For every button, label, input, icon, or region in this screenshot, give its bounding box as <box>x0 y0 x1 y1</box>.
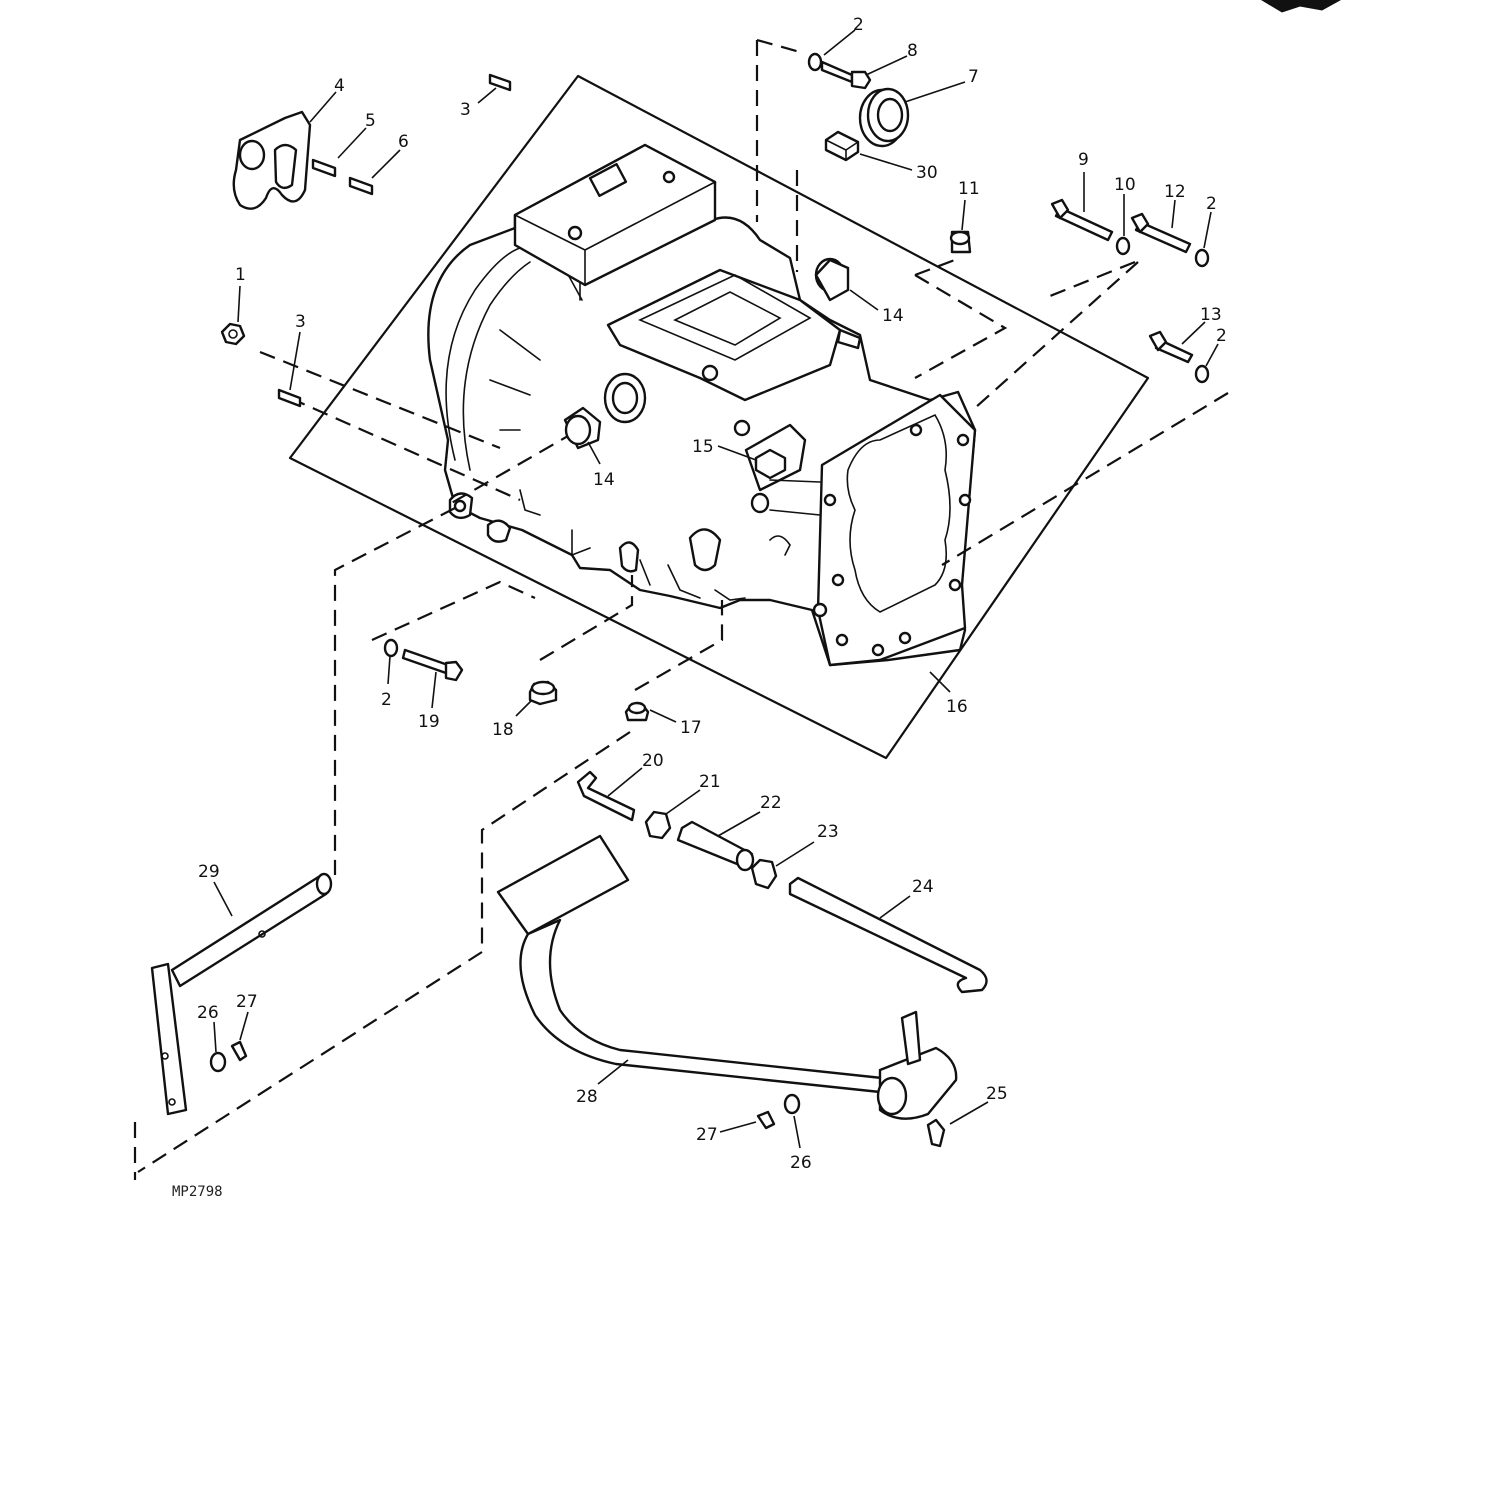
callout-3: 3 <box>295 312 306 332</box>
washer-2-right <box>1194 248 1210 268</box>
nut-1 <box>220 322 246 346</box>
callout-13: 13 <box>1200 305 1222 325</box>
callout-18: 18 <box>492 720 514 740</box>
callout-20: 20 <box>642 751 664 771</box>
bolt-8 <box>820 60 854 84</box>
callout-2: 2 <box>853 15 864 35</box>
callout-19: 19 <box>418 712 440 732</box>
callout-25: 25 <box>986 1084 1008 1104</box>
pin-3-top <box>488 73 512 92</box>
callout-7: 7 <box>968 67 979 87</box>
callout-5: 5 <box>365 111 376 131</box>
leader-lines <box>213 29 1219 1149</box>
callout-10: 10 <box>1114 175 1136 195</box>
callout-30: 30 <box>916 163 938 183</box>
callout-28: 28 <box>576 1087 598 1107</box>
block-30 <box>824 130 860 162</box>
callout-8: 8 <box>907 41 918 61</box>
callout-26: 26 <box>197 1003 219 1023</box>
callout-2: 2 <box>381 690 392 710</box>
assembly-lines <box>133 38 1229 1180</box>
pin-6 <box>348 176 374 196</box>
screw-25 <box>926 1118 946 1148</box>
callout-6: 6 <box>398 132 409 152</box>
callout-27: 27 <box>236 992 258 1012</box>
callout-labels: 2 8 7 30 3 4 5 6 11 9 10 12 2 1 3 14 13 … <box>197 15 1227 1173</box>
callout-17: 17 <box>680 718 702 738</box>
shaft-29 <box>170 873 332 988</box>
callout-15: 15 <box>692 437 714 457</box>
callout-16: 16 <box>946 697 968 717</box>
callout-24: 24 <box>912 877 934 897</box>
hardware-parts <box>150 52 1210 1148</box>
rod-20 <box>576 770 636 822</box>
callout-14: 14 <box>593 470 615 490</box>
fitting-15 <box>754 448 787 480</box>
washer-10 <box>1115 236 1131 256</box>
rod-24 <box>788 876 988 994</box>
washer-2-bottom <box>383 638 399 658</box>
callout-2: 2 <box>1206 194 1217 214</box>
callout-12: 12 <box>1164 182 1186 202</box>
callout-11: 11 <box>958 179 980 199</box>
pin-5 <box>311 158 337 178</box>
bolt-19 <box>401 648 450 675</box>
callout-22: 22 <box>760 793 782 813</box>
nut-23 <box>750 858 778 890</box>
callout-26: 26 <box>790 1153 812 1173</box>
callout-14: 14 <box>882 306 904 326</box>
figure-code: MP2798 <box>172 1184 223 1200</box>
clip-27-bottom <box>756 1110 776 1130</box>
transmission-housing <box>427 143 977 667</box>
washer-26-left <box>209 1051 227 1073</box>
pin-3-left <box>277 388 302 408</box>
callout-27: 27 <box>696 1125 718 1145</box>
callout-1: 1 <box>235 265 246 285</box>
callout-2: 2 <box>1216 326 1227 346</box>
housing-outline-frame <box>288 74 1150 760</box>
pedal-pad-28 <box>496 834 630 936</box>
callout-29: 29 <box>198 862 220 882</box>
pedal-arm-28 <box>519 918 884 1094</box>
clip-27-left <box>230 1040 248 1062</box>
callout-23: 23 <box>817 822 839 842</box>
callout-3: 3 <box>460 100 471 120</box>
plate-29 <box>150 962 188 1116</box>
washer-2-lower <box>1194 364 1210 384</box>
callout-21: 21 <box>699 772 721 792</box>
callout-9: 9 <box>1078 150 1089 170</box>
corner-mark <box>1261 0 1342 13</box>
washer-26-bottom <box>783 1093 801 1115</box>
washer-2 <box>807 52 823 72</box>
callout-4: 4 <box>334 76 345 96</box>
nut-21 <box>644 810 672 840</box>
